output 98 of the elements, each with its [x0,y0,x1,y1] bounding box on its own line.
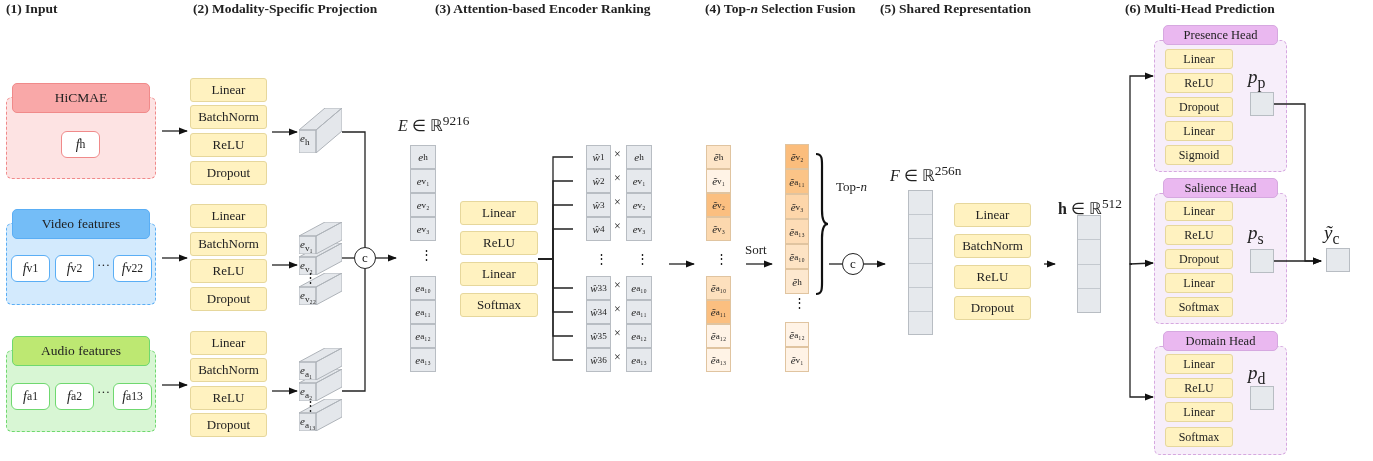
layer-block: Linear [190,331,267,355]
ellipsis: ⋮ [304,399,317,414]
layer-block: BatchNorm [190,232,267,256]
layer-block: ReLU [954,265,1031,289]
layer-block: Dropout [1165,97,1233,117]
multiply-sign: × [614,279,621,293]
arrow [1129,72,1154,265]
concat-operator: c [354,247,376,269]
group-header: Salience Head [1163,178,1278,198]
vector-label: e$_{a₂}$ [300,385,313,401]
group-header: Video features [12,209,150,239]
multiply-sign: × [614,327,621,341]
layer-block: BatchNorm [190,105,267,129]
layer-block: Linear [1165,49,1233,69]
arrow [375,254,397,262]
bracket-label: Top-n [836,180,867,195]
multiply-sign: × [614,148,621,162]
layer-block: BatchNorm [190,358,267,382]
ellipsis: ⋮ [420,248,433,263]
connector-line [341,268,366,392]
stage-title: (3) Attention-based Encoder Ranking [435,2,651,17]
stage-title: (1) Input [6,2,58,17]
arrow [271,128,298,136]
arrow [1129,263,1154,401]
arrow [668,260,695,268]
ellipsis: ⋮ [715,252,728,267]
layer-block: BatchNorm [954,234,1031,258]
layer-block: Dropout [190,413,267,437]
dimension-label: E ∈ ℝ$^{9216}$ [398,113,470,136]
layer-block: Softmax [1165,427,1233,447]
connector-line [537,258,574,361]
output-label: p$_{s}$ [1248,222,1264,248]
layer-block: Dropout [954,296,1031,320]
layer-block: Softmax [1165,297,1233,317]
layer-block: Linear [190,204,267,228]
layer-block: ReLU [1165,378,1233,398]
arrow [1273,257,1322,265]
layer-block: Sigmoid [1165,145,1233,165]
dimension-label: F ∈ ℝ$^{256n}$ [890,163,962,186]
layer-block: Linear [460,262,538,286]
layer-block: Dropout [190,287,267,311]
arrow [161,254,188,262]
layer-block: ReLU [1165,225,1233,245]
multiply-sign: × [614,351,621,365]
arrow [863,260,886,268]
concat-operator: c [842,253,864,275]
arrow [271,387,298,395]
layer-block: ReLU [190,133,267,157]
layer-block: Linear [1165,201,1233,221]
vector-label: e$_{h}$ [300,132,310,148]
dimension-label: h ∈ ℝ$^{512}$ [1058,196,1122,219]
output-label: p$_{d}$ [1248,362,1266,388]
multiply-sign: × [614,303,621,317]
layer-block: Linear [1165,273,1233,293]
vector-label: e$_{a₁₃}$ [300,415,316,431]
arrow [161,381,188,389]
vector-label: e$_{v₂₂}$ [300,289,316,305]
stage-title: (5) Shared Representation [880,2,1031,17]
group-header: Audio features [12,336,150,366]
layer-block: ReLU [190,259,267,283]
arrow [271,261,298,269]
group-header: Domain Head [1163,331,1278,351]
layer-block: ReLU [460,231,538,255]
output-label: p$_{p}$ [1248,66,1266,92]
layer-block: ReLU [190,386,267,410]
layer-block: Softmax [460,293,538,317]
connector-line [341,131,366,248]
multiply-sign: × [614,196,621,210]
layer-block: Linear [1165,121,1233,141]
group-header: HiCMAE [12,83,150,113]
stage-title: (4) Top-n Selection Fusion [705,2,856,17]
ellipsis: ⋮ [595,252,608,267]
layer-block: Dropout [190,161,267,185]
layer-block: Linear [1165,402,1233,422]
connector-line [341,257,355,259]
layer-block: Linear [1165,354,1233,374]
layer-block: ReLU [1165,73,1233,93]
layer-block: Linear [190,78,267,102]
output-label: ỹ$_{c}$ [1324,222,1340,248]
arrow [745,260,773,268]
multiply-sign: × [614,172,621,186]
group-header: Presence Head [1163,25,1278,45]
arrow [1129,259,1154,267]
vector-label: e$_{a₁}$ [300,364,313,380]
layer-block: Linear [954,203,1031,227]
ellipsis: ··· [97,258,110,273]
stage-title: (2) Modality-Specific Projection [193,2,378,17]
vector-label: e$_{v₁}$ [300,238,313,254]
ellipsis: ··· [97,385,110,400]
arrow [1043,260,1056,268]
stage-title: (6) Multi-Head Prediction [1125,2,1275,17]
layer-block: Linear [460,201,538,225]
connector-line [828,263,843,265]
ellipsis: ⋮ [793,296,806,311]
arrow [161,127,188,135]
ellipsis: ⋮ [636,252,649,267]
multiply-sign: × [614,220,621,234]
layer-block: Dropout [1165,249,1233,269]
